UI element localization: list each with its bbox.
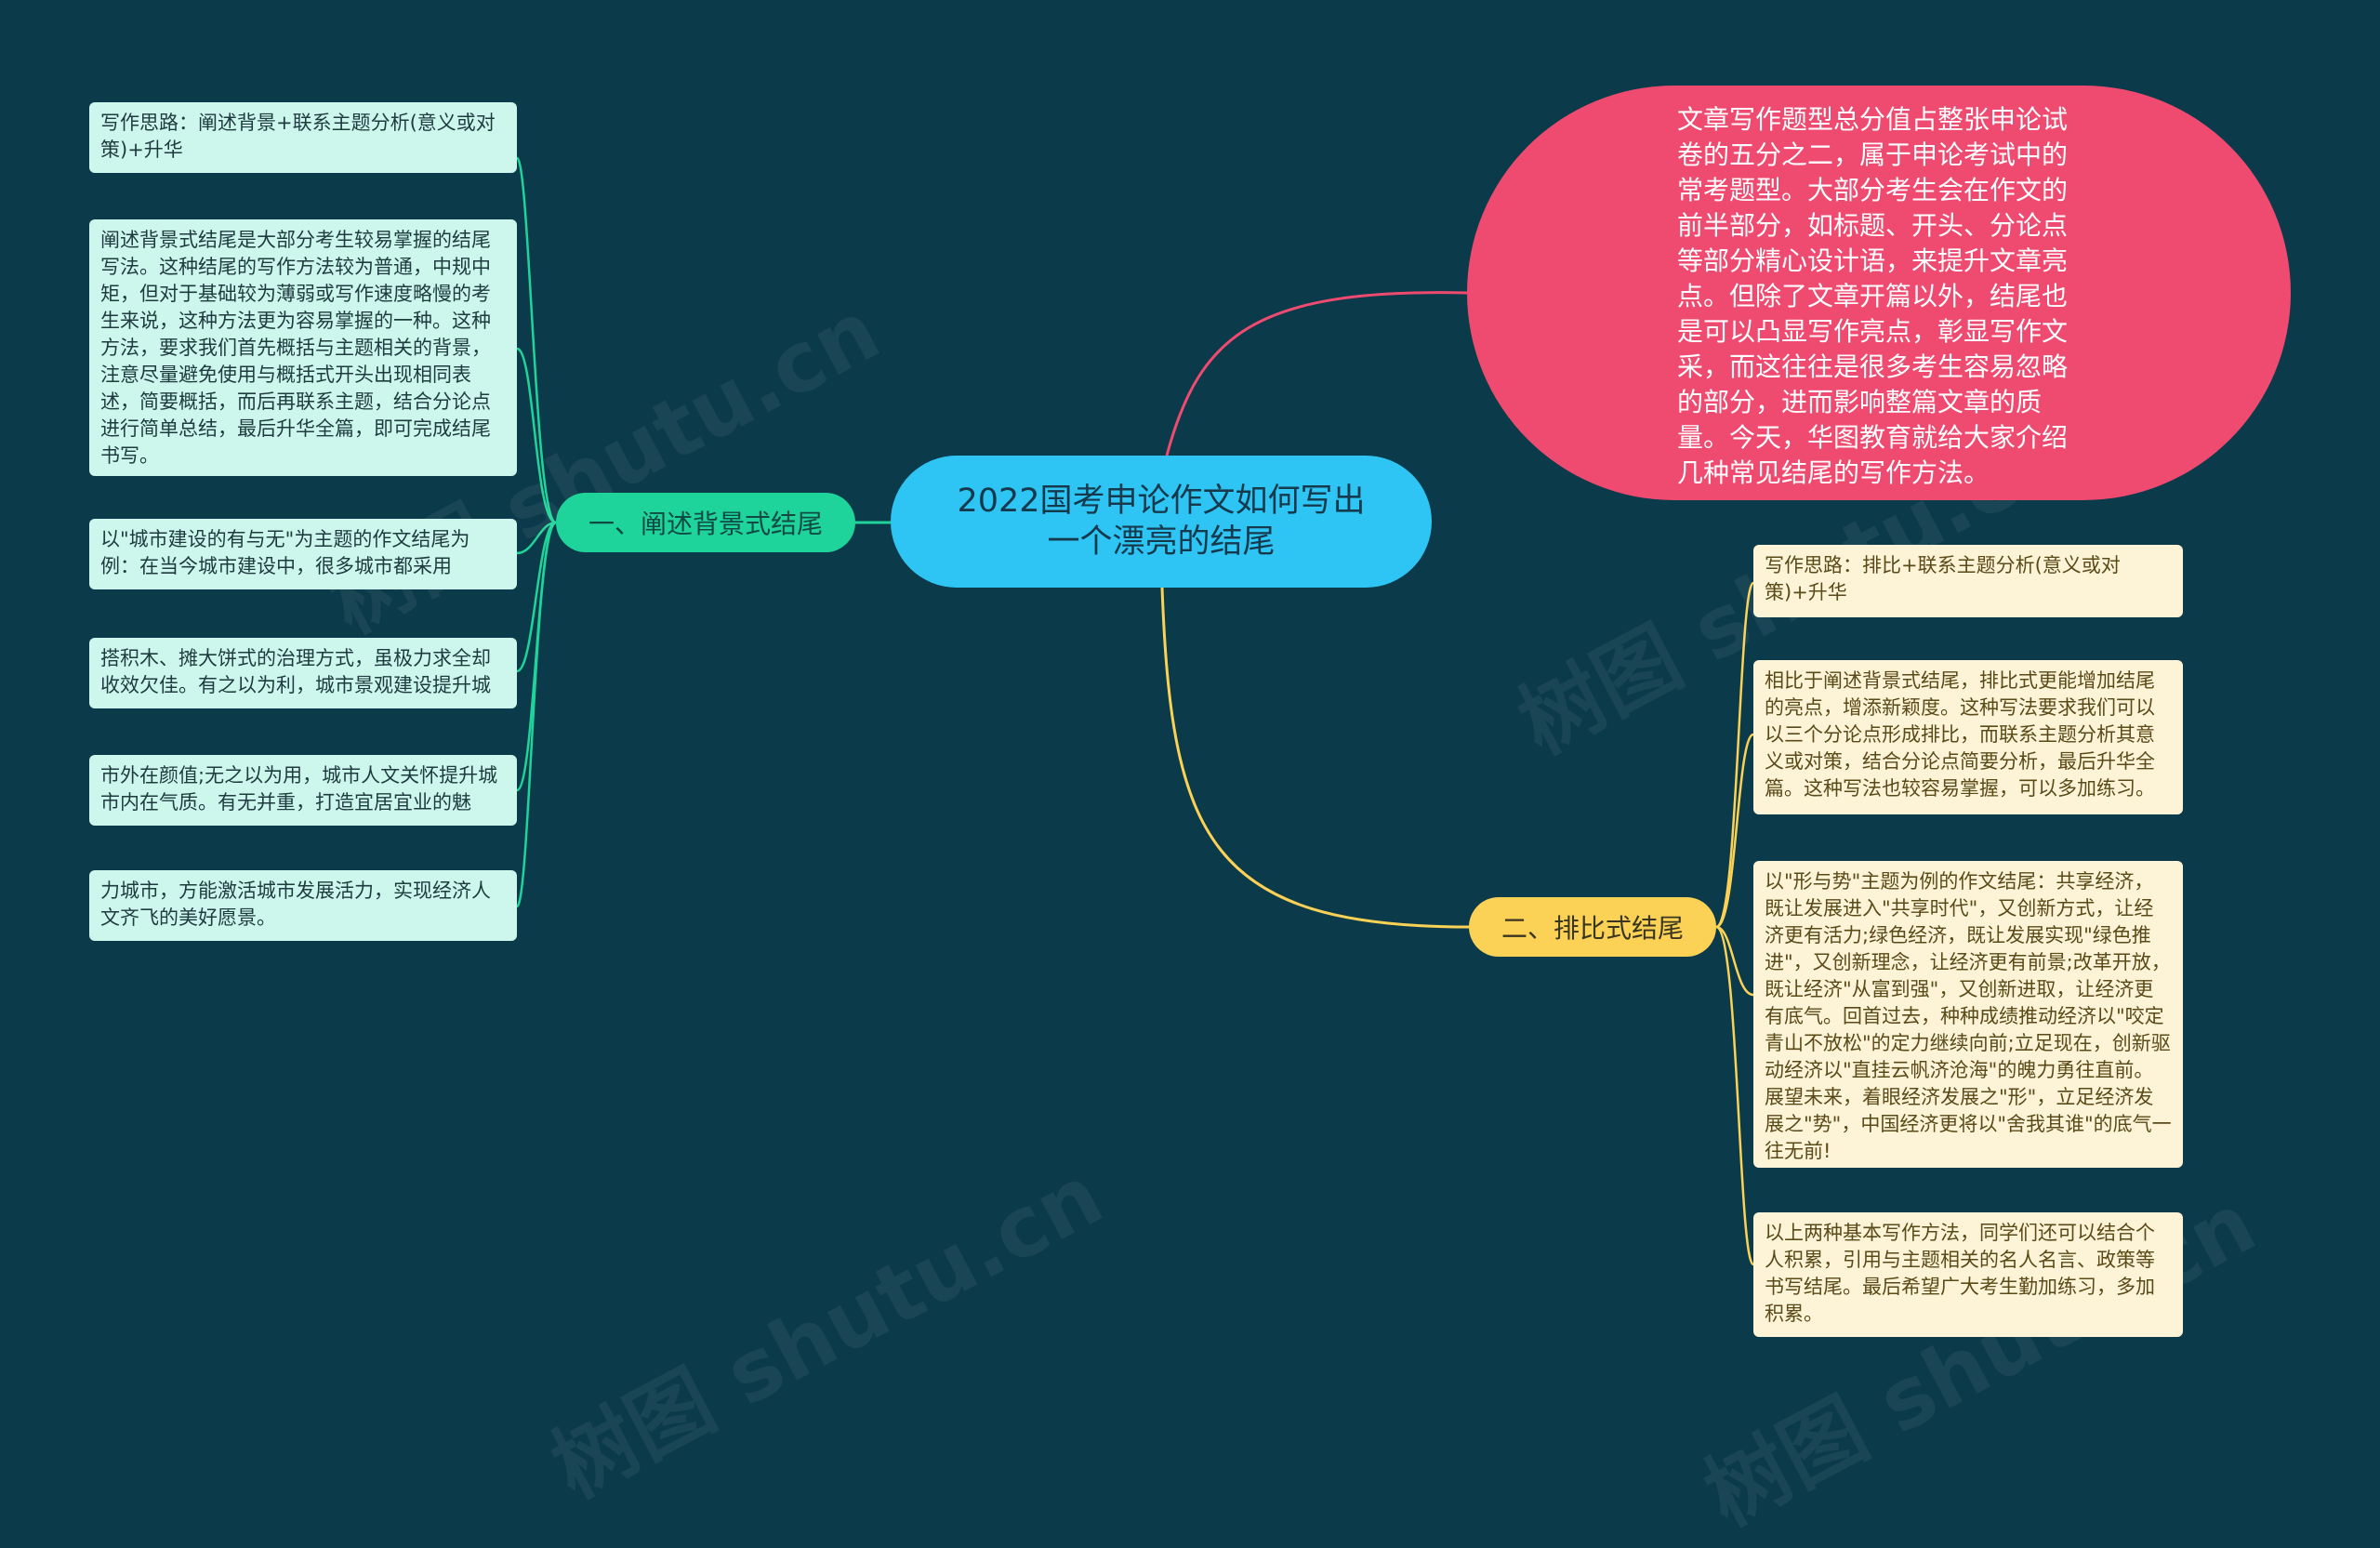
- leaf-node[interactable]: 相比于阐述背景式结尾，排比式更能增加结尾的亮点，增添新颖度。这种写法要求我们可以…: [1753, 660, 2183, 814]
- leaf-text: 写作思路：阐述背景+联系主题分析(意义或对策)+升华: [100, 112, 496, 161]
- branch1-links: [515, 156, 558, 908]
- leaf-text: 写作思路：排比+联系主题分析(意义或对策)+升华: [1765, 554, 2121, 603]
- branch-parallelism-ending[interactable]: 二、排比式结尾: [1469, 897, 1716, 957]
- leaf-text: 相比于阐述背景式结尾，排比式更能增加结尾的亮点，增添新颖度。这种写法要求我们可以…: [1765, 669, 2155, 800]
- branch-label: 二、排比式结尾: [1501, 913, 1684, 944]
- root-topic-title: 2022国考申论作文如何写出一个漂亮的结尾: [957, 483, 1366, 561]
- leaf-text: 阐述背景式结尾是大部分考生较易掌握的结尾写法。这种结尾的写作方法较为普通，中规中…: [100, 229, 491, 467]
- leaf-text: 以上两种基本写作方法，同学们还可以结合个人积累，引用与主题相关的名人名言、政策等…: [1765, 1222, 2155, 1325]
- root-topic[interactable]: 2022国考申论作文如何写出一个漂亮的结尾: [891, 456, 1432, 588]
- leaf-text: 搭积木、摊大饼式的治理方式，虽极力求全却收效欠佳。有之以为利，城市景观建设提升城: [100, 647, 491, 696]
- intro-text: 文章写作题型总分值占整张申论试卷的五分之二，属于申论考试中的常考题型。大部分考生…: [1677, 104, 2069, 488]
- leaf-node[interactable]: 力城市，方能激活城市发展活力，实现经济人文齐飞的美好愿景。: [89, 870, 517, 941]
- branch-background-ending[interactable]: 一、阐述背景式结尾: [556, 493, 855, 552]
- branch-label: 一、阐述背景式结尾: [588, 509, 823, 539]
- branch2-links: [1715, 581, 1755, 1266]
- link-root-intro: [1165, 291, 1468, 456]
- intro-node[interactable]: 文章写作题型总分值占整张申论试卷的五分之二，属于申论考试中的常考题型。大部分考生…: [1467, 86, 2291, 500]
- leaf-node[interactable]: 搭积木、摊大饼式的治理方式，虽极力求全却收效欠佳。有之以为利，城市景观建设提升城: [89, 638, 517, 708]
- leaf-node[interactable]: 以"形与势"主题为例的作文结尾：共享经济，既让发展进入"共享时代"，又创新方式，…: [1753, 861, 2183, 1168]
- leaf-text: 力城市，方能激活城市发展活力，实现经济人文齐飞的美好愿景。: [100, 880, 491, 929]
- leaf-node[interactable]: 以上两种基本写作方法，同学们还可以结合个人积累，引用与主题相关的名人名言、政策等…: [1753, 1212, 2183, 1337]
- leaf-node[interactable]: 市外在颜值;无之以为用，城市人文关怀提升城市内在气质。有无并重，打造宜居宜业的魅: [89, 755, 517, 826]
- leaf-node[interactable]: 写作思路：排比+联系主题分析(意义或对策)+升华: [1753, 545, 2183, 617]
- leaf-text: 市外在颜值;无之以为用，城市人文关怀提升城市内在气质。有无并重，打造宜居宜业的魅: [100, 764, 498, 814]
- leaf-node[interactable]: 阐述背景式结尾是大部分考生较易掌握的结尾写法。这种结尾的写作方法较为普通，中规中…: [89, 219, 517, 476]
- connector-lines: [515, 156, 1755, 1266]
- link-root-branch2: [1160, 587, 1470, 929]
- leaf-text: 以"形与势"主题为例的作文结尾：共享经济，既让发展进入"共享时代"，又创新方式，…: [1765, 870, 2172, 1162]
- leaf-node[interactable]: 以"城市建设的有与无"为主题的作文结尾为例：在当今城市建设中，很多城市都采用: [89, 519, 517, 589]
- leaf-node[interactable]: 写作思路：阐述背景+联系主题分析(意义或对策)+升华: [89, 102, 517, 173]
- leaf-text: 以"城市建设的有与无"为主题的作文结尾为例：在当今城市建设中，很多城市都采用: [100, 528, 470, 577]
